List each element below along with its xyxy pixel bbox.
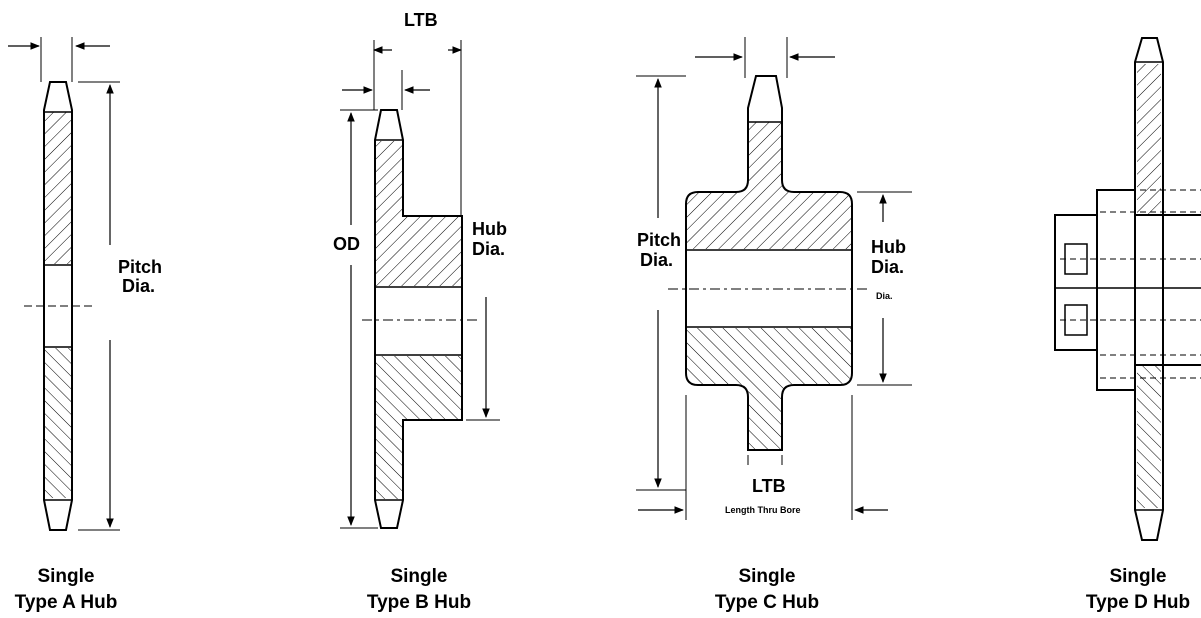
type-c-hub-label-1: Hub bbox=[871, 237, 906, 257]
type-b-hub-drawing bbox=[340, 40, 500, 529]
type-c-hub-drawing bbox=[636, 37, 912, 520]
type-c-caption-line2: Type C Hub bbox=[715, 592, 819, 613]
type-d-caption-line2: Type D Hub bbox=[1086, 592, 1190, 613]
type-a-pitch-label-1: Pitch bbox=[118, 257, 162, 277]
type-b-hub-label-1: Hub bbox=[472, 219, 507, 239]
type-a-caption-line2: Type A Hub bbox=[15, 592, 118, 613]
type-c-pitch-label-1: Pitch bbox=[637, 230, 681, 250]
type-c-ltb-label: LTB bbox=[752, 476, 786, 496]
type-a-pitch-label-2: Dia. bbox=[122, 276, 155, 296]
type-c-hub-label-2: Dia. bbox=[871, 257, 904, 277]
type-b-hub-label-2: Dia. bbox=[472, 239, 505, 259]
type-c-pitch-label-2: Dia. bbox=[640, 250, 673, 270]
type-b-caption-line2: Type B Hub bbox=[367, 592, 471, 613]
type-c-dia-small-label: Dia. bbox=[876, 291, 893, 301]
type-c-caption-line1: Single bbox=[738, 566, 795, 587]
type-b-od-label: OD bbox=[333, 234, 360, 254]
type-b-caption-line1: Single bbox=[390, 566, 447, 587]
type-a-hub-drawing bbox=[8, 37, 120, 531]
type-d-caption-line1: Single bbox=[1109, 566, 1166, 587]
type-c-ltb-full-label: Length Thru Bore bbox=[725, 505, 801, 515]
type-d-hub-drawing bbox=[1054, 37, 1201, 541]
type-a-caption-line1: Single bbox=[37, 566, 94, 587]
type-b-ltb-label: LTB bbox=[404, 10, 438, 30]
